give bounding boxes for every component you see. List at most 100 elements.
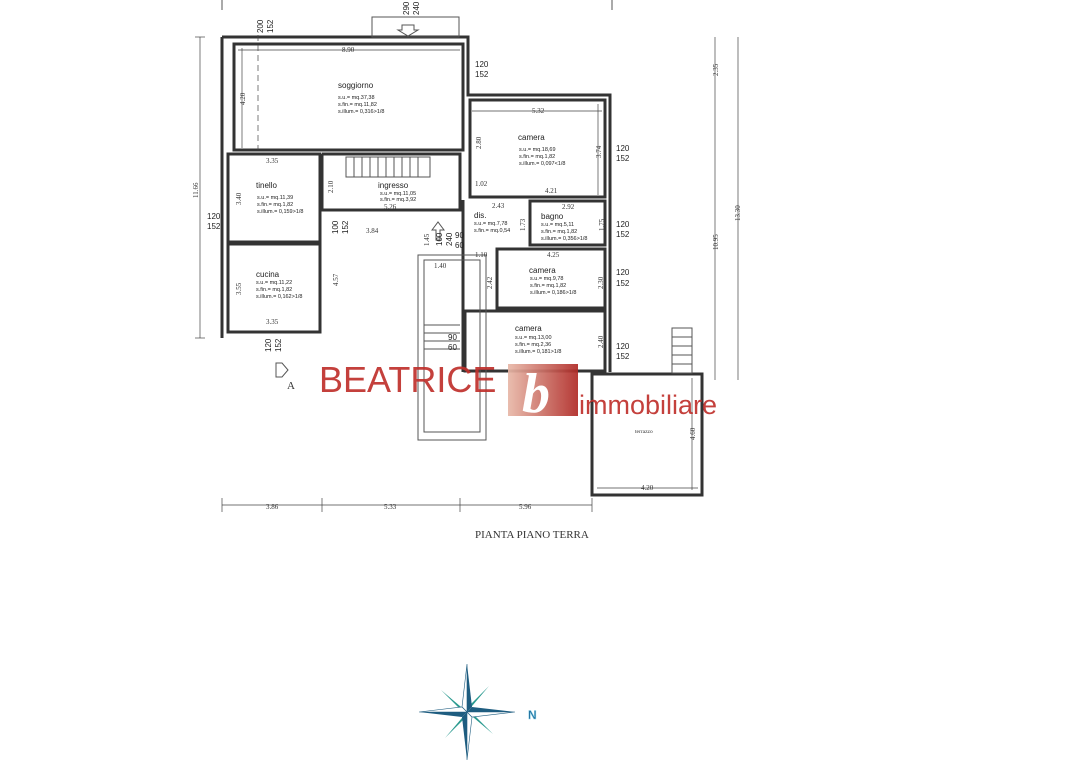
room-stat: s.u.= mq.9,78 (530, 276, 563, 282)
room-stat: s.illum.= 0,181>1/8 (515, 349, 561, 355)
dimension-label: 3.84 (366, 227, 379, 235)
section-arrow-icon (275, 362, 289, 378)
logo-word: immobiliare (579, 390, 717, 420)
logo-word: BEATRICE (319, 359, 496, 400)
room-stat: s.u.= mq.37,38 (338, 95, 375, 101)
dimension-labels: 8.90 4.20 3.35 3.40 3.55 3.35 2.10 5.26 … (192, 46, 742, 511)
window-label: 152 (207, 222, 221, 231)
dimension-label: 1.02 (475, 180, 488, 188)
dimension-label: 3.40 (235, 192, 243, 205)
compass-rose-icon (418, 663, 516, 761)
room-name: tinello (256, 181, 277, 190)
dimension-label: 5.26 (384, 203, 397, 211)
window-label: 152 (475, 70, 489, 79)
window-label: 120 (207, 212, 221, 221)
dimension-label: 8.90 (342, 46, 355, 54)
room-ingresso (320, 152, 462, 212)
dimension-lines (195, 35, 739, 512)
room-stat: s.illum.= 0,162>1/8 (256, 294, 302, 300)
dimension-label: 2.30 (597, 276, 605, 289)
window-label: 152 (274, 338, 283, 352)
staircase (417, 254, 487, 441)
window-label: 240 (445, 232, 454, 246)
window-label: 120 (264, 338, 273, 352)
room-stat: s.fin.= mq.1,82 (257, 202, 293, 208)
window-label: 200 (256, 19, 265, 33)
dimension-label: 5.96 (519, 503, 532, 511)
room-stat: s.u.= mq.11,22 (256, 280, 292, 286)
room-name: cucina (256, 270, 280, 279)
dimension-label: 2.40 (597, 335, 605, 348)
window-label: 120 (616, 144, 630, 153)
room-stat: s.illum.= 0,316>1/8 (338, 109, 384, 115)
window-label: 152 (341, 220, 350, 234)
dimension-label: 13.30 (734, 205, 742, 221)
room-stat: s.u.= mq.7,78 (474, 221, 507, 227)
dimension-label: 5.32 (532, 107, 545, 115)
dimension-label: 4.20 (641, 484, 654, 492)
room-stat: s.u.= mq.11,39 (257, 195, 293, 201)
dimension-label: 2.43 (492, 202, 505, 210)
dimension-label: 3.55 (235, 282, 243, 295)
window-label: 152 (616, 154, 630, 163)
room-stat: s.u.= mq.18,69 (519, 147, 556, 153)
entrance-arrow-icon (396, 24, 420, 37)
room-camera-2 (495, 247, 607, 310)
room-name: soggiorno (338, 81, 374, 90)
dimension-label: 4.25 (547, 251, 560, 259)
dimension-label: 1.75 (598, 218, 606, 231)
dimension-label: 2.35 (712, 63, 720, 76)
dimension-label: 3.74 (595, 145, 603, 158)
dimension-label: 1.45 (423, 233, 431, 246)
dimension-label: 4.57 (332, 273, 340, 286)
room-stat: s.u.= mq.5,11 (541, 222, 574, 228)
dimension-label: 3.86 (266, 503, 279, 511)
window-label: 152 (266, 19, 275, 33)
room-name: ingresso (378, 181, 409, 190)
dimension-label: 10.95 (712, 234, 720, 250)
entrance-arrow-icon (431, 221, 445, 241)
window-label: 120 (616, 342, 630, 351)
room-stat: s.fin.= mq.1,82 (530, 283, 566, 289)
room-labels: soggiorno s.u.= mq.37,38 s.fin.= mq.11,8… (256, 81, 653, 435)
dimension-label: 3.35 (266, 157, 279, 165)
room-stat: s.fin.= mq.0,54 (474, 228, 510, 234)
dimension-label: 4.21 (545, 187, 558, 195)
dimension-label: 5.33 (384, 503, 397, 511)
dimension-label: 2.42 (486, 276, 494, 289)
walls (220, 35, 704, 497)
stair-steps (275, 16, 693, 378)
room-name: bagno (541, 212, 564, 221)
room-stat: s.fin.= mq.1,82 (541, 229, 577, 235)
room-name: camera (515, 324, 542, 333)
plan-title: PIANTA PIANO TERRA (475, 529, 589, 541)
window-label: 240 (412, 1, 421, 15)
room-soggiorno (232, 42, 465, 152)
dimension-label: 1.40 (434, 262, 447, 270)
window-label: 90 (448, 333, 457, 342)
room-name: terrazzo (635, 429, 653, 435)
room-name: camera (529, 266, 556, 275)
room-camera-1 (468, 98, 607, 199)
room-stat: s.fin.= mq.1,82 (256, 287, 292, 293)
room-name: camera (518, 133, 545, 142)
room-stat: s.illum.= 0,356>1/8 (541, 236, 587, 242)
window-label: 100 (435, 232, 444, 246)
window-label: 290 (402, 1, 411, 15)
dimension-label: 1.10 (475, 251, 488, 259)
room-stat: s.u.= mq.11,05 (380, 191, 416, 197)
beatrice-immobiliare-logo: BEATRICE b immobiliare (319, 359, 717, 425)
window-label: 60 (448, 343, 457, 352)
room-name: dis. (474, 211, 486, 220)
dimension-label: 2.80 (475, 136, 483, 149)
room-bagno (528, 199, 607, 247)
room-stat: s.fin.= mq.2,36 (515, 342, 551, 348)
room-stat: s.fin.= mq.3,92 (380, 197, 416, 203)
window-label: 152 (616, 352, 630, 361)
window-label: 100 (331, 220, 340, 234)
room-stat: s.illum.= 0,159>1/8 (257, 209, 303, 215)
room-cucina (226, 242, 322, 334)
window-label: 60 (455, 241, 464, 250)
